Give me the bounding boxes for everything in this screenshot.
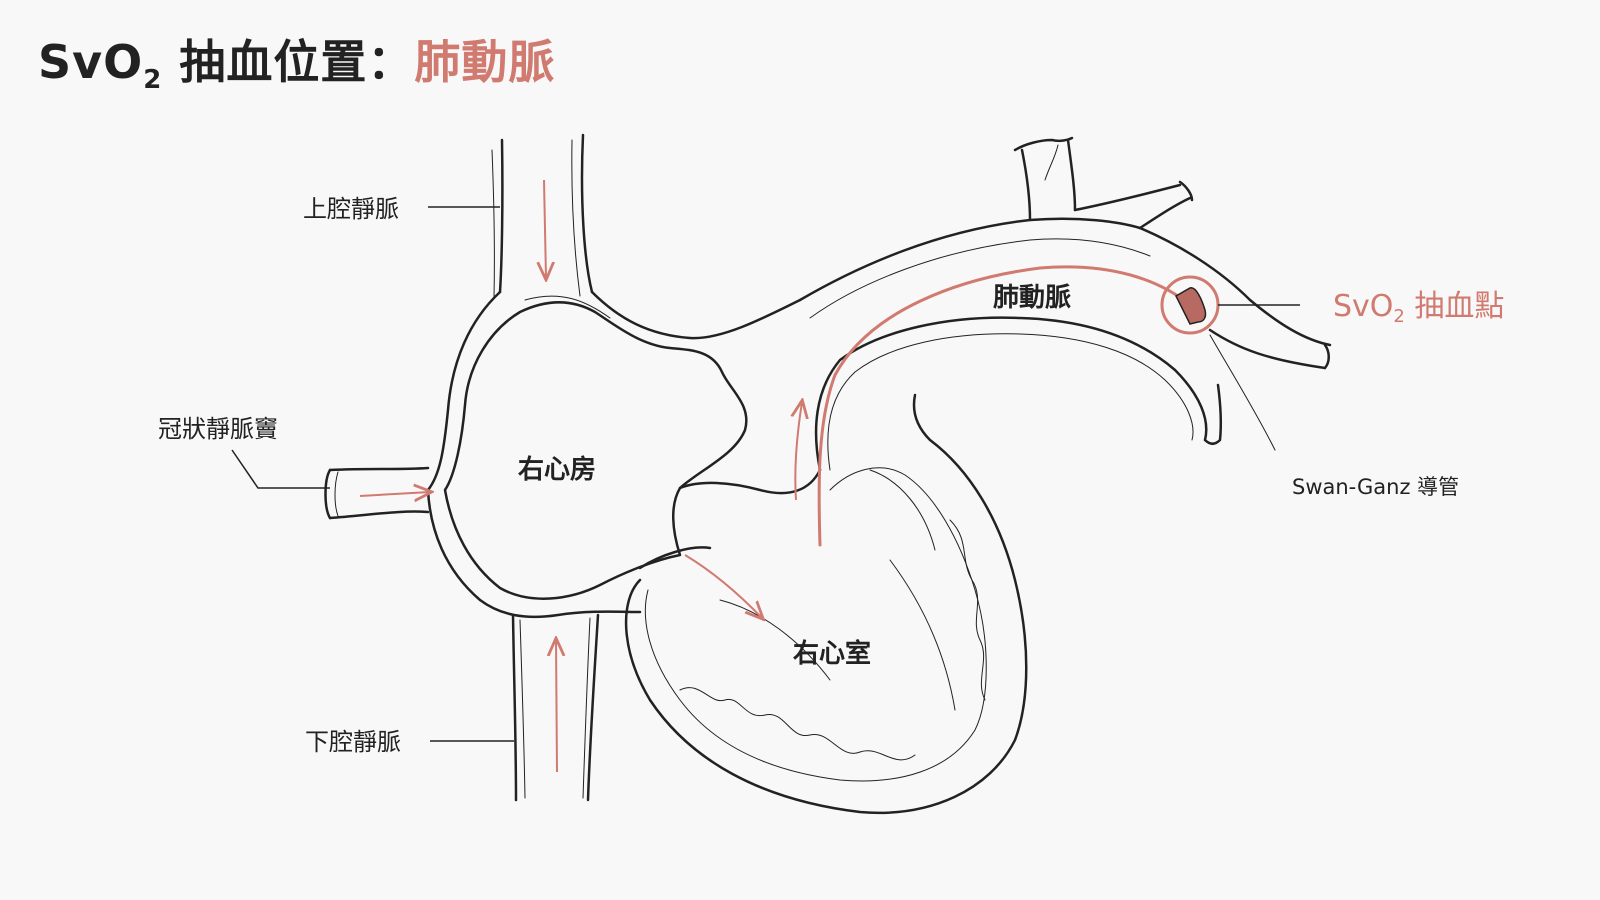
pa-branch-top-mid bbox=[1044, 144, 1059, 181]
pa-right-upper bbox=[1138, 226, 1332, 347]
coronary-sinus-bottom bbox=[328, 510, 430, 520]
title-subscript: 2 bbox=[143, 65, 163, 96]
pa-branch-right-b bbox=[1138, 196, 1192, 230]
pa-right-cap bbox=[1323, 343, 1330, 370]
label-pulmonary-artery: 肺動脈 bbox=[993, 283, 1071, 313]
pa-branch-top-b bbox=[1066, 138, 1077, 212]
svc-inner-left bbox=[491, 149, 495, 299]
pa-branch-top-a bbox=[1020, 148, 1032, 222]
pa-branch-right-a bbox=[1073, 183, 1182, 212]
ventricle-fold-3 bbox=[719, 599, 831, 681]
title-middle: 抽血位置： bbox=[162, 35, 415, 89]
label-sample-point-prefix: SvO bbox=[1333, 289, 1393, 324]
trabeculae-right bbox=[949, 519, 986, 701]
pulmonary-artery-inner-bottom bbox=[827, 333, 1194, 471]
pulmonary-artery-outer-top bbox=[798, 217, 1142, 302]
pa-down-branch-a bbox=[1209, 334, 1276, 451]
label-right-ventricle: 右心室 bbox=[793, 638, 871, 669]
right-ventricle-inner bbox=[644, 467, 987, 782]
trabeculae-bottom bbox=[679, 687, 916, 761]
title-prefix: SvO bbox=[38, 35, 144, 89]
ivc-flow-arrow bbox=[556, 640, 557, 773]
right-atrium-outer bbox=[426, 290, 642, 619]
ventricle-fold-2 bbox=[889, 559, 956, 711]
coronary-sinus-end bbox=[324, 468, 332, 520]
pa-branch-top-cap bbox=[1013, 136, 1074, 152]
label-sample-point: SvO2 抽血點 bbox=[1333, 289, 1504, 327]
svc-inner-right bbox=[571, 139, 581, 297]
page-title: SvO2 抽血位置：肺動脈 bbox=[38, 26, 555, 95]
right-ventricle-outer bbox=[624, 393, 1028, 815]
label-ivc: 下腔靜脈 bbox=[305, 728, 401, 756]
pulmonary-artery-inner-top bbox=[809, 238, 1151, 319]
label-right-atrium: 右心房 bbox=[518, 455, 596, 485]
ivc-wall-right bbox=[586, 613, 600, 802]
outflow-flow-arrow bbox=[795, 402, 802, 501]
label-coronary-sinus: 冠狀靜脈竇 bbox=[158, 415, 278, 443]
right-atrium-inner-line bbox=[524, 295, 611, 319]
tricuspid-junction-2 bbox=[678, 468, 822, 495]
coronary-sinus-end-inner bbox=[334, 471, 339, 517]
right-atrium-inner bbox=[443, 301, 748, 600]
ivc-wall-left bbox=[511, 613, 518, 802]
ventricle-fold-1 bbox=[869, 469, 936, 551]
catheter bbox=[817, 265, 1192, 547]
pa-branch-right-cap bbox=[1178, 180, 1194, 202]
pa-down-branch-b bbox=[1203, 383, 1223, 445]
svc-flow-arrow bbox=[544, 179, 546, 278]
ivc-inner-right bbox=[582, 617, 591, 799]
label-catheter: Swan-Ganz 導管 bbox=[1292, 475, 1459, 499]
title-accent: 肺動脈 bbox=[414, 35, 556, 89]
coronary-sinus-leader bbox=[231, 449, 330, 489]
label-sample-point-subscript: 2 bbox=[1393, 306, 1404, 327]
ivc-inner-left bbox=[519, 619, 526, 799]
coronary-sinus-flow-arrow bbox=[359, 492, 430, 496]
catheter-tip bbox=[1175, 287, 1207, 325]
label-svc: 上腔靜脈 bbox=[303, 195, 399, 223]
svc-wall-right bbox=[580, 133, 594, 294]
tricuspid-flow-arrow bbox=[684, 554, 762, 618]
pulmonary-artery-outer-bottom bbox=[814, 316, 1208, 472]
tricuspid-junction bbox=[638, 546, 712, 570]
pa-right-lower bbox=[1208, 328, 1327, 370]
label-sample-point-suffix: 抽血點 bbox=[1405, 289, 1505, 324]
coronary-sinus-top bbox=[328, 466, 430, 472]
right-atrium-top bbox=[590, 290, 802, 340]
svc-wall-left bbox=[498, 138, 504, 294]
